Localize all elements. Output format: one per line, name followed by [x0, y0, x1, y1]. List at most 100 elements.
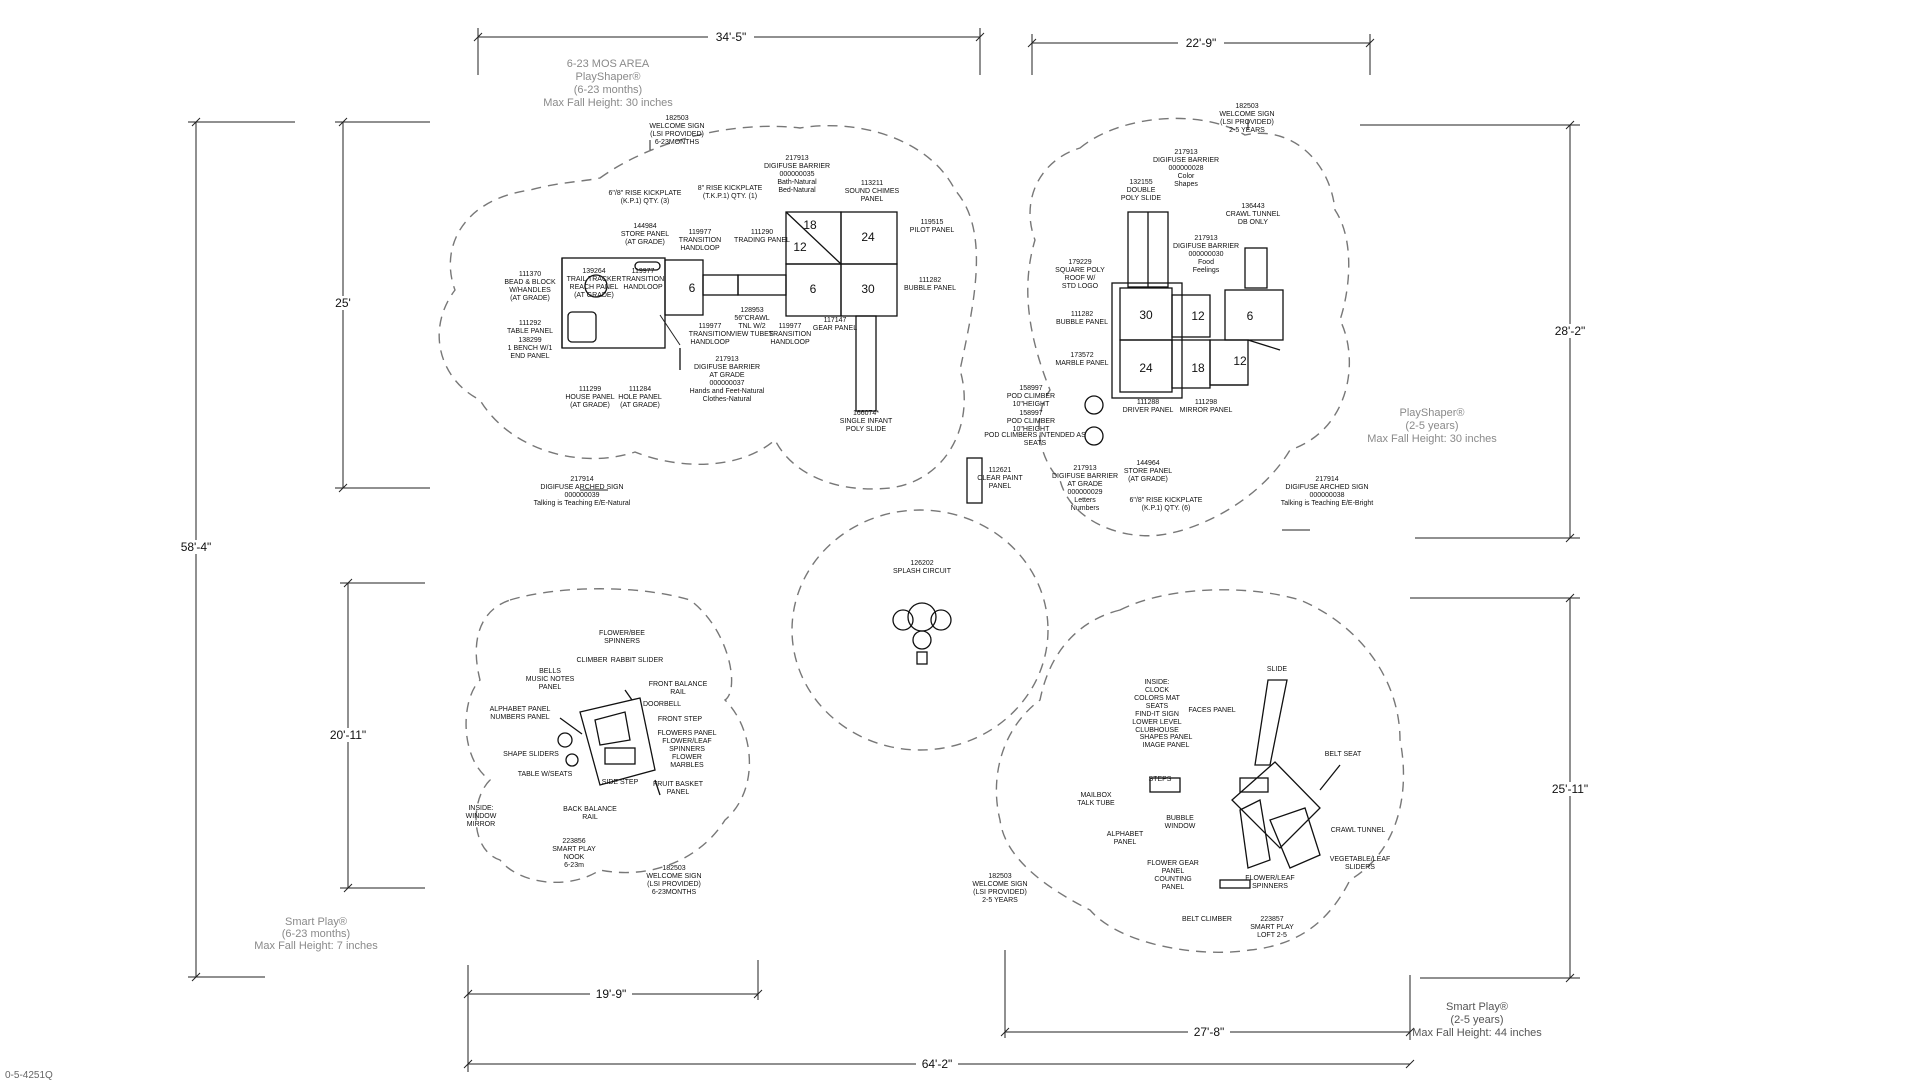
component-label-bl-side-step: SIDE STEP [602, 779, 639, 786]
component-label-line: SHAPES PANEL [1140, 734, 1193, 741]
component-label-line: SINGLE INFANT [840, 418, 893, 425]
deck-number: 24 [1139, 361, 1153, 375]
component-label-line: FLOWER [672, 754, 702, 761]
component-label-line: 119977 [632, 268, 655, 275]
component-label-line: VIEW TUBES [730, 331, 773, 338]
component-label-line: VEGETABLE/LEAF [1330, 856, 1391, 863]
component-label-line: 000000035 [779, 171, 814, 178]
component-label-line: BUBBLE [1166, 815, 1194, 822]
component-label-line: SOUND CHIMES [845, 188, 900, 195]
component-label-line: 126202 [910, 560, 933, 567]
component-label-line: BELT CLIMBER [1182, 916, 1232, 923]
component-label-line: Color [1178, 173, 1195, 180]
component-label-line: MARBLES [670, 762, 704, 769]
component-label-line: GEAR PANEL [813, 325, 857, 332]
component-label-line: RAIL [582, 814, 598, 821]
component-label-line: RABBIT SLIDER [611, 657, 663, 664]
deck-number: 6 [689, 281, 696, 295]
component-label-line: BUBBLE PANEL [1056, 319, 1108, 326]
component-label-line: LOFT 2-5 [1257, 932, 1287, 939]
component-label-bl-table: TABLE W/SEATS [518, 771, 573, 778]
deck-number: 12 [793, 240, 807, 254]
safety-zone-top-right [1027, 117, 1351, 537]
dim-top-left-height: 25' [335, 296, 351, 310]
component-label-line: HANDLOOP [623, 284, 663, 291]
component-label-line: TRADING PANEL [734, 237, 790, 244]
component-label-line: POD CLIMBERS INTENDED AS [984, 432, 1086, 439]
deck-number: 30 [1139, 308, 1153, 322]
component-label-line: 2-5 YEARS [982, 897, 1018, 904]
component-label-line: DIGIFUSE BARRIER [1153, 157, 1219, 164]
component-label-line: 217914 [1315, 476, 1338, 483]
component-label-bl-rabbit: RABBIT SLIDER [611, 657, 663, 664]
component-label-line: 111288 [1137, 399, 1159, 406]
component-label-line: CRAWL TUNNEL [1331, 827, 1386, 834]
component-label-line: 10"HEIGHT [1013, 401, 1050, 408]
component-label-tr-kick6: 6"/8" RISE KICKPLATE(K.P.1) QTY. (6) [1130, 497, 1203, 512]
component-label-line: REACH PANEL [570, 284, 619, 291]
component-label-line: 182503 [665, 115, 688, 122]
component-label-line: 217914 [570, 476, 593, 483]
component-label-line: 000000030 [1188, 251, 1223, 258]
splash-circuit [892, 602, 952, 665]
component-label-bl-front-step: FRONT STEP [658, 716, 703, 723]
component-label-line: 6"/8" RISE KICKPLATE [1130, 497, 1203, 504]
component-label-line: AT GRADE [1067, 481, 1102, 488]
component-label-line: WELCOME SIGN [649, 123, 704, 130]
component-label-line: HANDLOOP [690, 339, 730, 346]
component-label-line: MARBLE PANEL [1055, 360, 1108, 367]
component-label-line: TABLE PANEL [507, 328, 553, 335]
component-label-br-faces: FACES PANEL [1188, 707, 1235, 714]
component-label-br-steps: STEPS [1149, 776, 1172, 783]
component-label-line: BEAD & BLOCK [504, 279, 556, 286]
component-label-line: 111292 [519, 320, 541, 327]
component-label-line: 112621 [989, 467, 1012, 474]
component-label-line: AT GRADE [709, 372, 744, 379]
component-label-line: (AT GRADE) [510, 295, 550, 302]
component-label-line: PANEL [1162, 868, 1185, 875]
component-label-line: Clothes-Natural [703, 396, 752, 403]
component-label-line: 166074* [853, 410, 879, 417]
component-label-line: 136443 [1241, 203, 1264, 210]
component-label-line: (LSI PROVIDED) [647, 881, 701, 888]
component-label-line: 56"CRAWL [734, 315, 769, 322]
component-label-line: TNL W/2 [738, 323, 765, 330]
component-label-line: (AT GRADE) [620, 402, 660, 409]
component-label-line: 217913 [1073, 465, 1096, 472]
area-title-line: Smart Play® [285, 916, 347, 928]
component-label-line: TRANSITION [689, 331, 731, 338]
component-label-br-crawl: CRAWL TUNNEL [1331, 827, 1386, 834]
component-label-line: STORE PANEL [621, 231, 669, 238]
component-label-line: (AT GRADE) [574, 292, 614, 299]
component-label-line: 223857 [1260, 916, 1283, 923]
component-label-br-belt-seat: BELT SEAT [1325, 751, 1362, 758]
component-label-line: 6-23MONTHS [652, 889, 697, 896]
component-label-line: END PANEL [510, 353, 549, 360]
component-label-line: POD CLIMBER [1007, 418, 1055, 425]
component-label-line: SPLASH CIRCUIT [893, 568, 952, 575]
component-label-line: NUMBERS PANEL [490, 714, 549, 721]
component-label-line: 000000038 [1309, 492, 1344, 499]
footer-code: 0-5-4251Q [5, 1070, 53, 1080]
component-label-line: DIGIFUSE BARRIER [694, 364, 760, 371]
component-label-line: Letters [1074, 497, 1096, 504]
component-label-line: 8" RISE KICKPLATE [698, 185, 763, 192]
component-label-line: SPINNERS [604, 638, 640, 645]
component-label-line: POLY SLIDE [846, 426, 887, 433]
component-label-line: POD CLIMBER [1007, 393, 1055, 400]
dim-overall-width: 64'-2" [922, 1057, 953, 1071]
